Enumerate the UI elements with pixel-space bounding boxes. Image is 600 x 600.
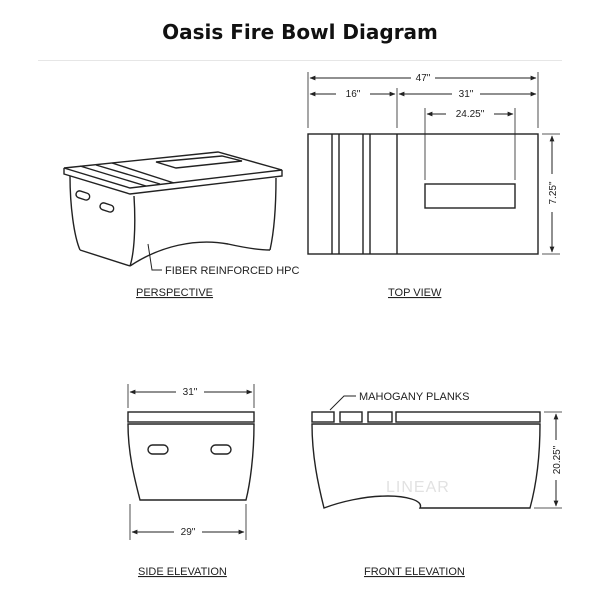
- dim-top-right: 31": [459, 89, 474, 100]
- view-label-side: SIDE ELEVATION: [138, 566, 227, 578]
- front-plank: [367, 411, 393, 423]
- front-body: [311, 423, 541, 509]
- perspective-left-edge: [69, 175, 81, 251]
- perspective-plank-line: [79, 165, 147, 187]
- side-body: [127, 423, 255, 501]
- dim-top-burner: 24.25": [456, 109, 485, 120]
- front-top-surface: [395, 411, 541, 423]
- planks-leader-line: [329, 395, 356, 411]
- side-top-plank: [127, 411, 255, 423]
- perspective-handle: [75, 190, 91, 201]
- dim-front-height: 20.25": [552, 445, 563, 474]
- dim-top-left: 16": [346, 89, 361, 100]
- dim-top-overall: 47": [416, 73, 431, 84]
- material-leader-line: [147, 243, 162, 271]
- side-elevation: [127, 384, 255, 540]
- perspective-plank-line: [95, 164, 161, 185]
- watermark-text: LINEAR: [386, 479, 450, 496]
- perspective-right-edge: [269, 177, 277, 251]
- front-elevation: [311, 395, 562, 509]
- page-title: Oasis Fire Bowl Diagram: [162, 20, 438, 44]
- top-view: [307, 72, 560, 255]
- side-handle: [210, 444, 232, 455]
- perspective-handle: [99, 202, 115, 213]
- top-view-burner: [424, 183, 516, 209]
- perspective-bottom-left: [79, 249, 131, 267]
- title-divider: [38, 60, 562, 61]
- view-label-top: TOP VIEW: [388, 287, 442, 299]
- dim-side-bottom: 29": [181, 527, 196, 538]
- front-plank: [311, 411, 335, 423]
- front-plank: [339, 411, 363, 423]
- dim-top-depth: 7.25": [548, 181, 559, 204]
- dim-side-top: 31": [183, 387, 198, 398]
- perspective-corner-edge: [129, 195, 136, 267]
- perspective-top-edge: [63, 168, 283, 195]
- view-label-front: FRONT ELEVATION: [364, 566, 465, 578]
- perspective-view: [63, 151, 283, 271]
- view-label-perspective: PERSPECTIVE: [136, 287, 213, 299]
- top-view-outline: [307, 133, 539, 255]
- planks-callout: MAHOGANY PLANKS: [359, 391, 469, 403]
- side-handle: [147, 444, 169, 455]
- material-callout: FIBER REINFORCED HPC: [165, 265, 300, 277]
- perspective-burner-opening: [155, 155, 243, 169]
- perspective-bottom-arch: [129, 241, 271, 267]
- perspective-plank-line: [111, 162, 175, 184]
